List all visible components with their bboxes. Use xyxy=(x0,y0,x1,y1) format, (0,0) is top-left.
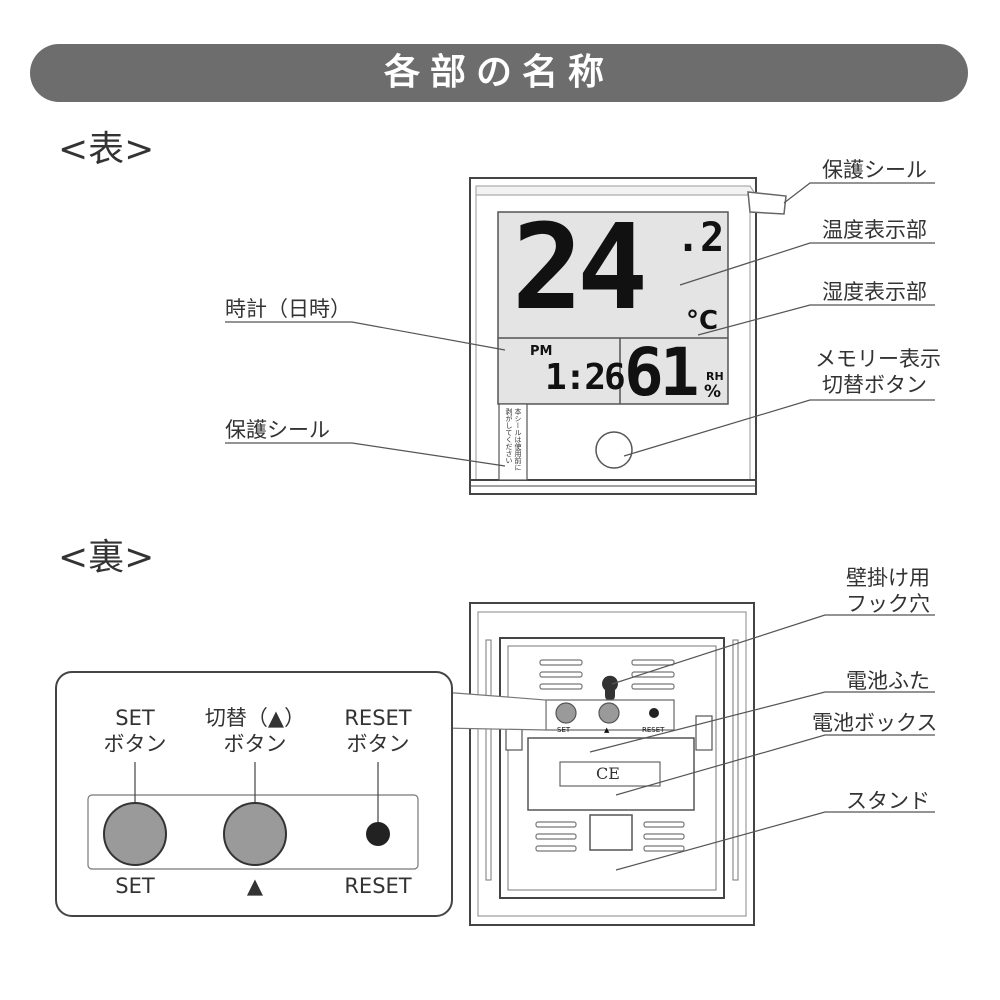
inset-set-below: SET xyxy=(115,874,155,898)
label-memory-line1: メモリー表示 xyxy=(815,347,941,371)
title-banner: 各部の名称 xyxy=(30,44,968,102)
back-set-button xyxy=(555,702,577,724)
label-battery-box: 電池ボックス xyxy=(812,711,938,735)
inset-reset-line1: RESET xyxy=(344,706,412,730)
inset-reset-below: RESET xyxy=(344,874,412,898)
label-protect-seal-right: 保護シール xyxy=(822,158,927,182)
inset-reset-line2: ボタン xyxy=(346,732,410,756)
label-protect-seal-left: 保護シール xyxy=(225,418,330,442)
left-seal xyxy=(498,403,528,481)
lcd-humidity: 61 xyxy=(624,334,700,411)
label-battery-cover: 電池ふた xyxy=(846,669,930,693)
front-top-seal xyxy=(475,185,757,196)
lcd-rh: RH xyxy=(706,370,724,383)
lcd-ampm: PM xyxy=(530,344,553,359)
inset-set-button xyxy=(103,802,167,866)
vents-top xyxy=(539,659,675,690)
back-leader-lines xyxy=(589,614,935,871)
front-heading: <表> xyxy=(58,129,155,170)
label-stand: スタンド xyxy=(846,789,930,813)
lcd-screen xyxy=(497,211,729,405)
inset-up-button xyxy=(223,802,287,866)
memory-button xyxy=(595,431,633,469)
back-reset-label: RESET xyxy=(642,726,665,734)
inset-up-below: ▲ xyxy=(246,874,264,898)
back-up-button xyxy=(598,702,620,724)
back-heading: <裏> xyxy=(58,537,155,578)
label-hook-line2: フック穴 xyxy=(846,592,930,616)
lcd-temp-unit: °C xyxy=(686,306,719,336)
front-device xyxy=(469,177,787,495)
label-memory-line2: 切替ボタン xyxy=(822,373,927,397)
seal-note: 本シールは使用前に剥がしてください xyxy=(505,408,522,471)
back-device xyxy=(469,602,755,926)
lcd-temperature: 24 xyxy=(512,198,648,336)
inset-toggle-line1: 切替（▲） xyxy=(204,706,306,730)
seal-tab xyxy=(747,191,787,215)
label-temp-display: 温度表示部 xyxy=(822,218,927,242)
back-up-label: ▲ xyxy=(604,726,610,734)
inset-reset-button xyxy=(366,822,390,846)
lcd-temperature-decimal: .2 xyxy=(676,215,725,261)
front-leader-lines xyxy=(225,182,935,467)
stand xyxy=(589,814,633,851)
label-humidity-display: 湿度表示部 xyxy=(822,280,927,304)
lcd-time: 1:26 xyxy=(545,357,626,398)
inset-set-line1: SET xyxy=(115,706,155,730)
ce-mark: CE xyxy=(596,764,620,783)
label-clock: 時計（日時） xyxy=(225,297,351,321)
back-set-label: SET xyxy=(557,726,571,734)
label-hook-line1: 壁掛け用 xyxy=(846,566,930,590)
back-reset-button xyxy=(649,708,659,718)
lcd-percent: % xyxy=(704,382,722,402)
page-title: 各部の名称 xyxy=(383,52,614,93)
inset-set-line2: ボタン xyxy=(103,732,167,756)
hook-hole xyxy=(602,675,618,701)
vents-bottom xyxy=(535,821,685,852)
inset-callout xyxy=(55,671,547,917)
inset-toggle-line2: ボタン xyxy=(223,732,287,756)
